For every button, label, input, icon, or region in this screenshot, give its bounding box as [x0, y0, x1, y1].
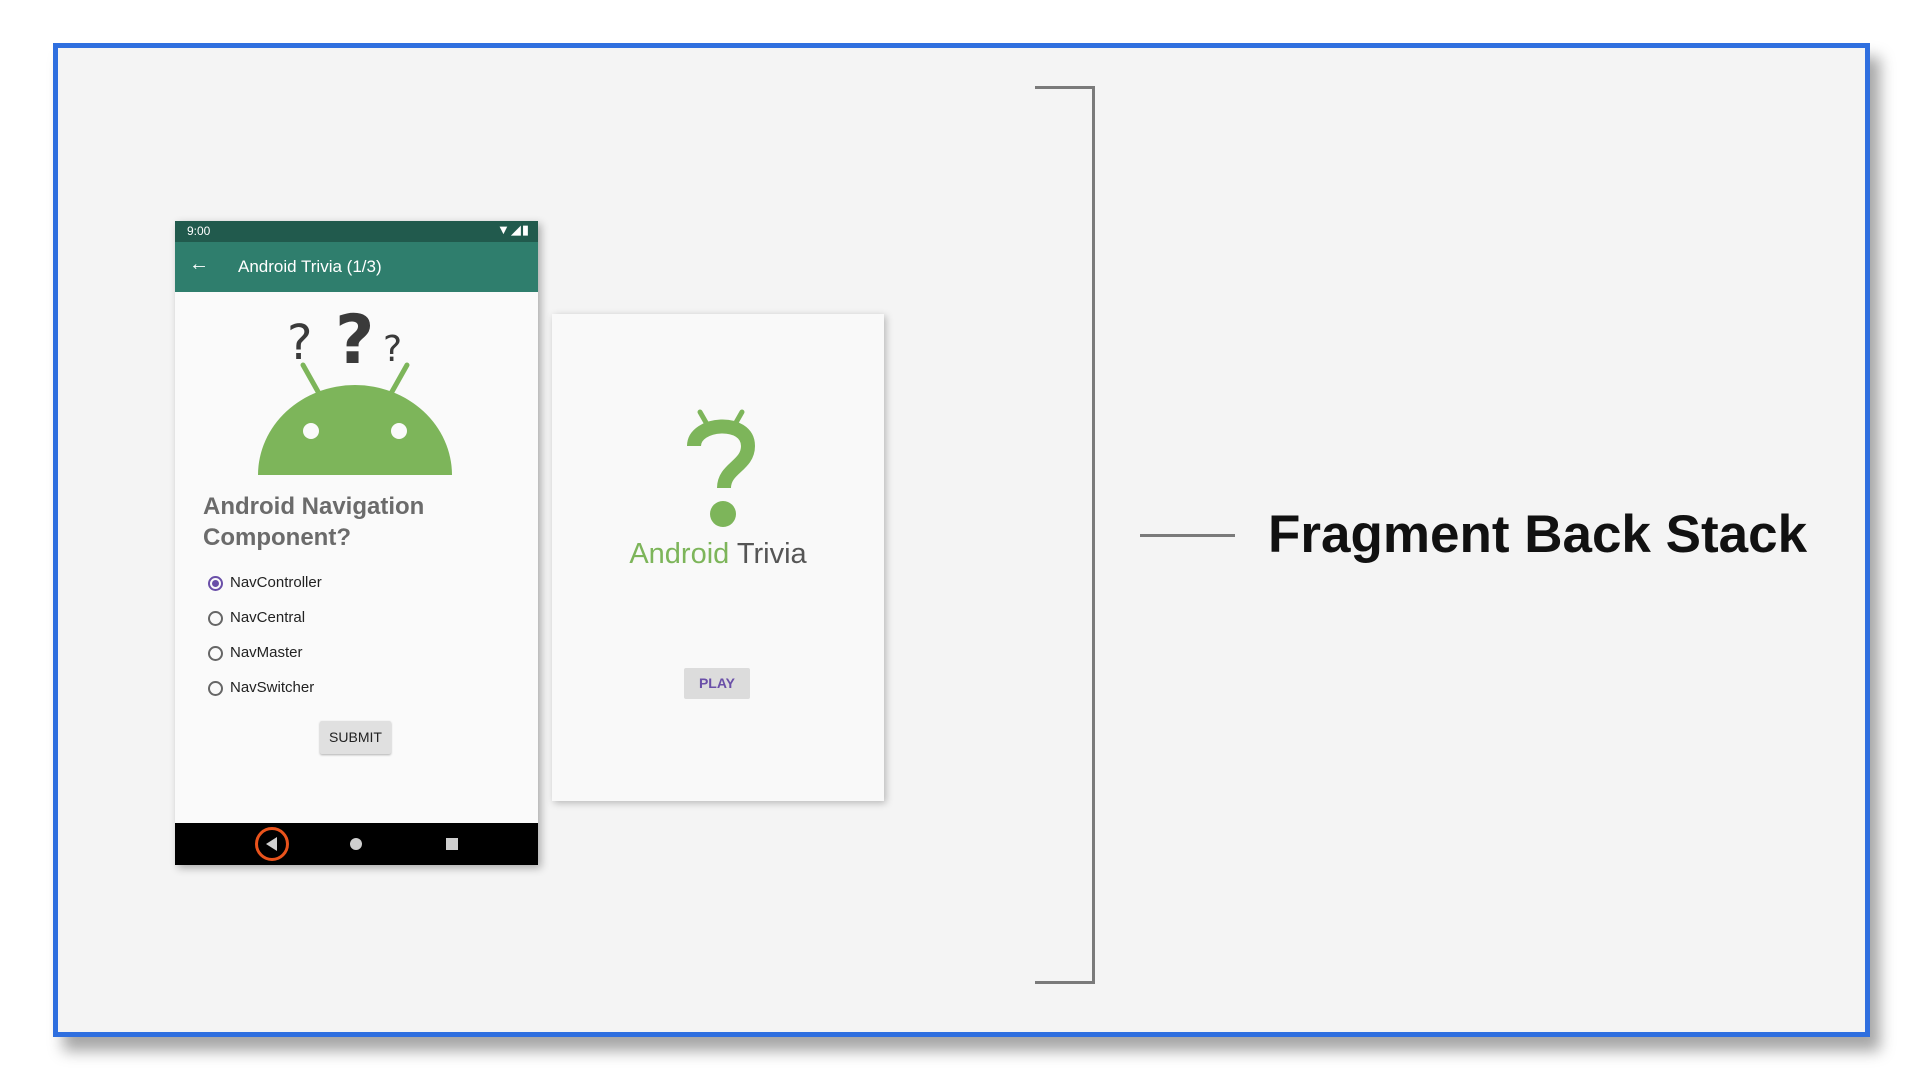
nav-back-icon[interactable]: [255, 827, 289, 861]
option-label: NavCentral: [230, 609, 306, 626]
play-button[interactable]: PLAY: [684, 668, 750, 699]
android-questions-illustration: ? ? ?: [258, 301, 452, 475]
fragment-back-stack-label: Fragment Back Stack: [1268, 505, 1808, 564]
radio-selected-icon[interactable]: [208, 576, 223, 591]
option-label: NavMaster: [230, 644, 303, 661]
phone-game-screen: 9:00 ▼◢▮ ← Android Trivia (1/3) ? ? ? An…: [175, 221, 538, 865]
brand-trivia-text: Trivia: [736, 538, 807, 570]
question-text: Android Navigation Component?: [203, 493, 425, 551]
nav-recents-icon[interactable]: [446, 838, 458, 850]
title-fragment-card: Android Trivia PLAY: [552, 314, 884, 801]
status-icons: ▼◢▮: [496, 222, 530, 237]
system-nav-bar: [175, 823, 538, 865]
status-bar: 9:00 ▼◢▮: [175, 221, 538, 242]
question-mark-small-left: ?: [287, 315, 312, 371]
option-label: NavSwitcher: [230, 679, 315, 696]
question-android-logo: [687, 409, 756, 527]
back-arrow-icon[interactable]: ←: [189, 253, 209, 275]
question-mark-large: ?: [335, 301, 374, 380]
radio-empty-icon[interactable]: [208, 681, 223, 696]
brand-wordmark: Android Trivia: [552, 538, 884, 571]
app-bar: ← Android Trivia (1/3): [175, 242, 538, 292]
label-connector-line: [1140, 534, 1235, 537]
submit-button[interactable]: SUBMIT: [320, 721, 391, 754]
brand-android-text: Android: [629, 538, 730, 570]
question-mark-small-right: ?: [383, 329, 402, 370]
app-bar-title: Android Trivia (1/3): [238, 257, 382, 276]
option-label: NavController: [230, 574, 322, 591]
status-time: 9:00: [187, 224, 211, 238]
radio-empty-icon[interactable]: [208, 646, 223, 661]
stack-bracket: [1035, 86, 1095, 984]
radio-empty-icon[interactable]: [208, 611, 223, 626]
nav-home-icon[interactable]: [350, 838, 362, 850]
